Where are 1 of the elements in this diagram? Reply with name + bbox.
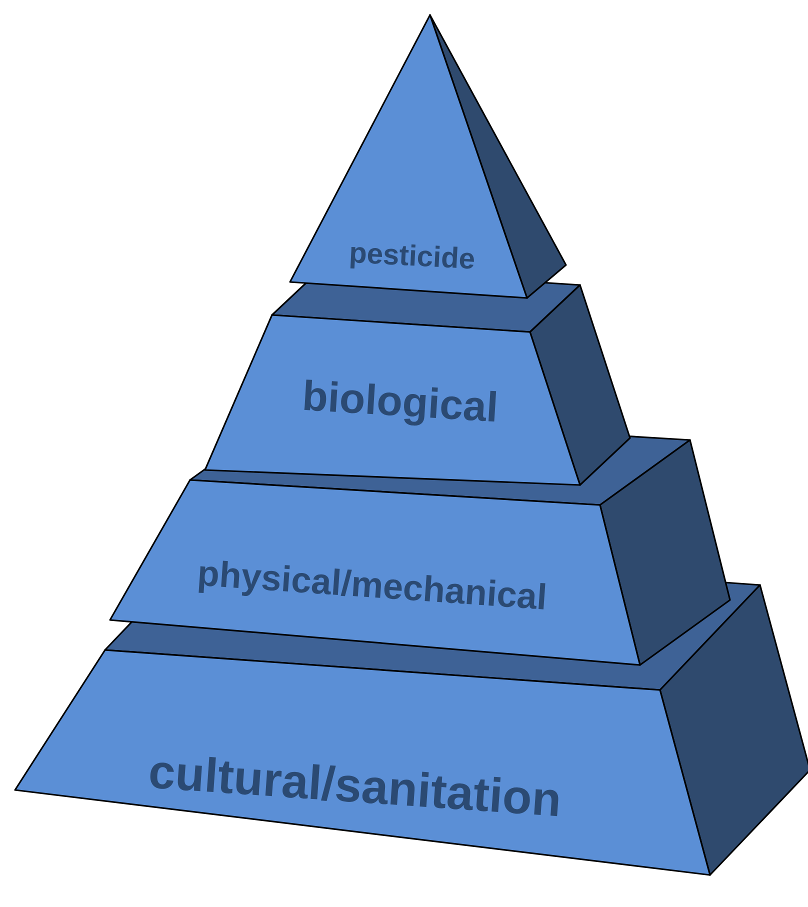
pyramid-tier: pesticide [289, 14, 567, 299]
